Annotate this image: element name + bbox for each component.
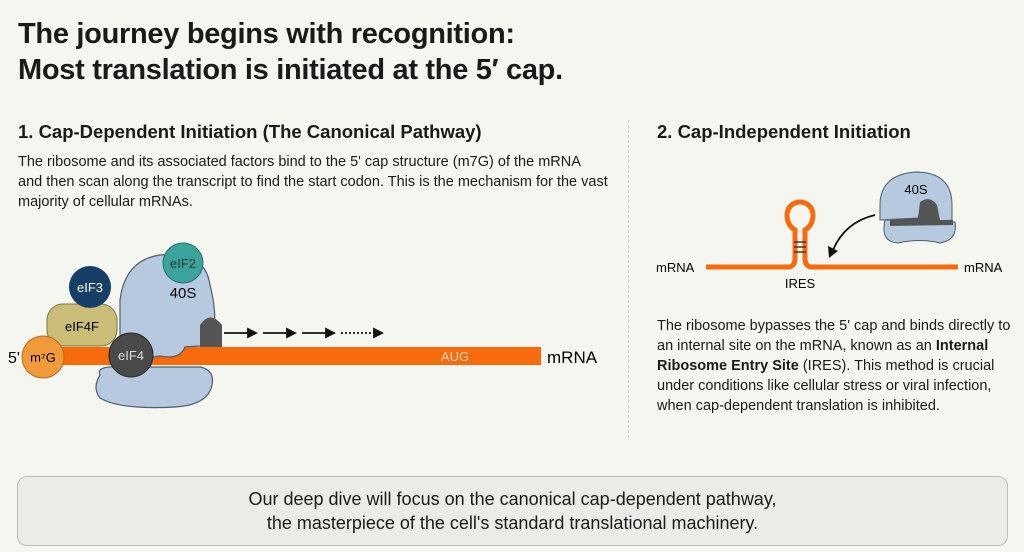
page-title: The journey begins with recognition: Mos…: [18, 16, 563, 88]
cap-dependent-diagram: 40S eIF2 eIF4F eIF3 m⁷G eIF4 5' AUG mRNA: [8, 242, 598, 409]
scanning-arrows: [224, 327, 385, 339]
mrna-right-label: mRNA: [964, 260, 1003, 275]
40s-small-body: [883, 209, 956, 244]
ires-diagram: mRNA mRNA IRES 40S: [656, 171, 1003, 291]
right-description: The ribosome bypasses the 5' cap and bin…: [657, 316, 1012, 416]
section-divider: [628, 120, 629, 438]
desc-part: (IRES). This method is crucial under con…: [657, 358, 995, 414]
binding-groove: [200, 317, 222, 347]
eif4f-label: eIF4F: [65, 319, 99, 334]
ires-term: Internal Ribosome Entry Site: [657, 338, 989, 374]
left-heading: 1. Cap-Dependent Initiation (The Canonic…: [18, 121, 482, 142]
title-line-2: Most translation is initiated at the 5′ …: [18, 54, 563, 86]
m7g-label: m⁷G: [30, 350, 56, 365]
eif4-factor: [108, 332, 154, 378]
summary-line-1: Our deep dive will focus on the canonica…: [248, 489, 777, 509]
40s-label: 40S: [170, 285, 197, 302]
right-heading: 2. Cap-Independent Initiation: [657, 121, 911, 142]
40s-label: 40S: [904, 182, 927, 197]
summary-line-2: the masterpiece of the cell's standard t…: [266, 513, 759, 533]
desc-part: The ribosome bypasses the 5' cap and bin…: [657, 318, 1011, 354]
base-pairs: [794, 241, 806, 253]
binding-arrow: [832, 214, 876, 251]
ires-mrna-strand: [706, 199, 958, 270]
mrna-label: mRNA: [547, 348, 598, 367]
eif4-label: eIF4: [118, 348, 144, 363]
binding-groove: [890, 199, 953, 226]
eif2-label: eIF2: [170, 256, 196, 271]
summary-box: Our deep dive will focus on the canonica…: [17, 476, 1008, 546]
small-subunit: [95, 366, 214, 409]
eif3-label: eIF3: [77, 280, 103, 295]
left-description: The ribosome and its associated factors …: [18, 154, 608, 210]
aug-codon-label: AUG: [441, 349, 469, 364]
five-prime-label: 5': [8, 350, 20, 367]
ires-label: IRES: [785, 276, 816, 291]
eif3-factor: [69, 266, 111, 308]
mrna-left-label: mRNA: [656, 260, 695, 275]
arrowhead-icon: [828, 246, 838, 258]
m7g-cap: [21, 335, 65, 379]
eif2-factor: [162, 242, 204, 284]
title-line-1: The journey begins with recognition:: [18, 18, 515, 50]
40s-large-body: [879, 171, 953, 223]
